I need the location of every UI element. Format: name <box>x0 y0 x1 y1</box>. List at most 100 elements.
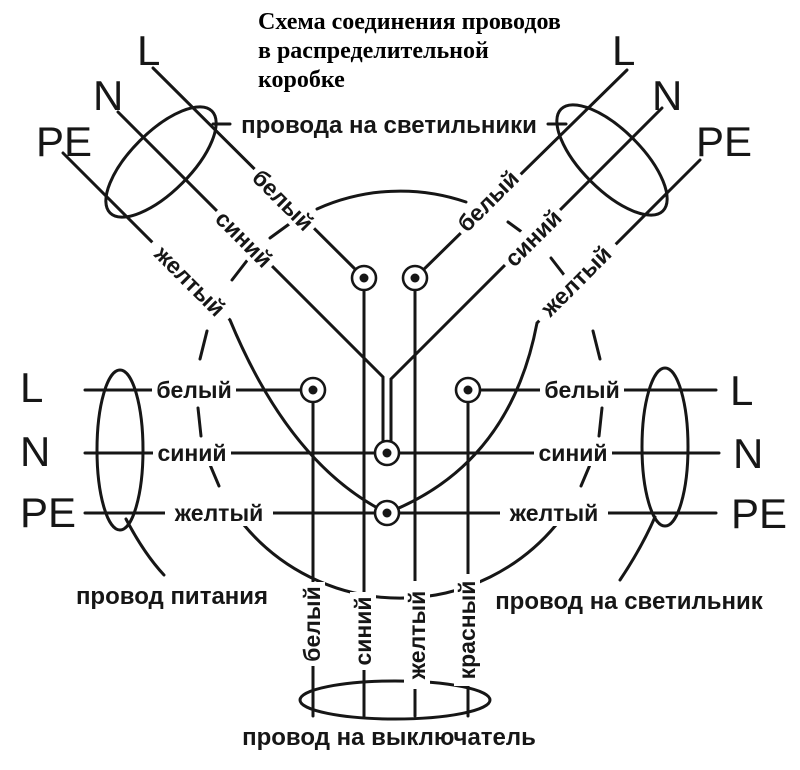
wire-label-switch-yellow: желтый <box>404 581 430 689</box>
label-mask <box>449 162 527 240</box>
label-mask <box>165 500 273 526</box>
wire-label-switch-blue: синий <box>350 592 376 670</box>
caption-feed-cable: провод питания <box>76 583 268 610</box>
wire-label-text: синий <box>157 440 226 466</box>
cable-sheath-bottom <box>298 679 492 721</box>
connector-neutral <box>373 439 401 467</box>
wire-top-right-white <box>413 68 629 280</box>
box-dash <box>196 406 203 438</box>
label-mask <box>500 500 608 526</box>
terminal-top-right-PE: PE <box>696 118 752 165</box>
title-line-3: коробке <box>258 67 345 93</box>
wire-label-right-white: белый <box>540 377 624 403</box>
label-mask <box>404 581 430 689</box>
label-mask <box>207 202 281 276</box>
box-dash <box>591 329 602 361</box>
terminal-top-left-L: L <box>137 27 160 74</box>
wire-label-text: синий <box>499 204 566 271</box>
wire-label-text: белый <box>247 164 319 236</box>
connector-dot <box>410 273 420 283</box>
terminal-left-L: L <box>20 364 43 411</box>
caption-switch-cable: провод на выключатель <box>242 724 536 751</box>
wire-top-right-blue <box>389 106 664 445</box>
wire-label-right-yellow: желтый <box>500 500 608 526</box>
terminal-left-N: N <box>20 428 50 475</box>
connector-feed-phase <box>299 376 327 404</box>
box-dash <box>198 329 209 361</box>
label-mask <box>152 377 236 403</box>
wire-label-text: белый <box>299 586 325 661</box>
wire-label-text: желтый <box>174 500 263 526</box>
connector-lamp-right-switch <box>401 264 429 292</box>
caption-lamp-cables-top: провода на светильники <box>241 112 537 139</box>
wire-label-text: синий <box>350 596 376 665</box>
wire-label-left-blue: синий <box>153 440 231 466</box>
connector-dot <box>382 508 392 518</box>
connector-lamp-left-switch <box>350 264 378 292</box>
wire-label-text: желтый <box>149 240 231 322</box>
label-mask <box>299 582 325 666</box>
cable-sheaths <box>95 103 690 721</box>
leader-feed-cable <box>124 517 166 577</box>
label-mask <box>142 233 238 329</box>
page-title: Схема соединения проводов в распределите… <box>258 9 561 93</box>
connectors <box>299 264 482 527</box>
box-dash <box>597 406 604 438</box>
cable-sheath-top-right <box>555 103 669 217</box>
title-line-1: Схема соединения проводов <box>258 9 561 35</box>
cable-sheath-right <box>640 366 690 528</box>
wire-label-right-blue: синий <box>534 440 612 466</box>
connector-dot <box>382 448 392 458</box>
wire-label-left-white: белый <box>152 377 236 403</box>
wire-label-text: белый <box>544 377 619 403</box>
terminal-right-PE: PE <box>731 490 787 537</box>
terminal-left-PE: PE <box>20 489 76 536</box>
label-mask <box>496 201 570 275</box>
cable-sheath-left <box>95 368 145 532</box>
wire-label-tl-yellow: желтый <box>142 233 238 329</box>
box-dash <box>268 220 294 240</box>
terminal-right-N: N <box>733 430 763 477</box>
wire-label-text: белый <box>156 377 231 403</box>
cable-captions: провода на светильники провод питания пр… <box>76 112 764 751</box>
wire-top-left-yellow <box>61 151 389 515</box>
leader-lamp-cable <box>618 515 657 582</box>
box-arc-top <box>315 189 468 211</box>
label-mask <box>534 440 612 466</box>
connector-lamp-phase <box>454 376 482 404</box>
terminal-top-right-N: N <box>652 72 682 119</box>
wire-label-text: красный <box>454 581 480 680</box>
wire-label-text: желтый <box>535 241 617 323</box>
label-mask <box>153 440 231 466</box>
wire-label-text: синий <box>538 440 607 466</box>
terminal-right-L: L <box>730 367 753 414</box>
terminal-top-left-PE: PE <box>36 118 92 165</box>
connector-earth <box>373 499 401 527</box>
wire-top-right-yellow <box>385 158 702 515</box>
cable-sheath-top-left <box>104 105 218 219</box>
connector-dot <box>463 385 473 395</box>
wire-label-tr-blue: синий <box>496 201 570 275</box>
wire-label-text: желтый <box>509 500 598 526</box>
terminal-top-left-N: N <box>93 72 123 119</box>
wire-top-left-blue <box>116 110 385 445</box>
title-line-2: в распределительной <box>258 38 489 64</box>
terminals: L N PE L N PE L N PE L N PE <box>20 27 787 537</box>
wire-label-text: желтый <box>404 591 430 680</box>
wire-label-left-yellow: желтый <box>165 500 273 526</box>
label-mask <box>528 233 624 329</box>
connector-dot <box>359 273 369 283</box>
label-mask <box>244 161 322 239</box>
label-mask <box>540 377 624 403</box>
wire-label-switch-white: белый <box>299 582 325 666</box>
wire-label-switch-red: красный <box>454 574 480 686</box>
wire-label-tr-yellow: желтый <box>528 233 624 329</box>
box-dash <box>230 256 251 282</box>
box-arc-bottom <box>242 523 558 600</box>
terminal-top-right-L: L <box>612 27 635 74</box>
connector-dot <box>308 385 318 395</box>
label-mask <box>454 574 480 686</box>
caption-lamp-cable-right: провод на светильник <box>495 588 764 615</box>
